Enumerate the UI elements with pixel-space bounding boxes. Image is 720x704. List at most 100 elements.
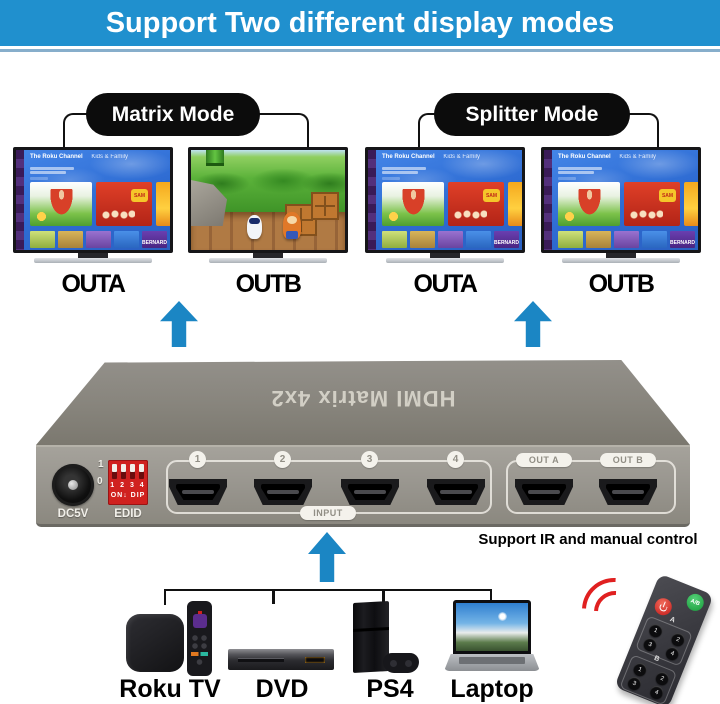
laptop-screen	[453, 600, 531, 654]
roku-text-bar	[558, 177, 576, 180]
banner-title: Support Two different display modes	[105, 6, 615, 39]
roku-box-image	[126, 614, 184, 672]
output-label: OUTA	[413, 270, 478, 298]
roku-text-bar	[30, 177, 48, 180]
laptop-wallpaper	[456, 603, 528, 651]
up-arrow-matrix	[160, 301, 198, 347]
ir-remote: A/B A 1 2 3 4 B 1 2 3 4	[568, 564, 720, 704]
roku-header: The Roku Channel Kids & Family	[382, 154, 480, 160]
edid-label: EDID	[114, 508, 142, 520]
game-orange-character	[283, 212, 301, 239]
roku-featured-tile	[30, 182, 92, 226]
dip-position-1-label: 1	[98, 459, 104, 470]
sam-badge: SAM	[483, 189, 500, 202]
bracket-tick	[382, 591, 385, 604]
banner: Support Two different display modes	[0, 0, 720, 46]
roku-tile-row: BERNARD	[30, 231, 167, 248]
roku-header: The Roku Channel Kids & Family	[30, 154, 128, 160]
sam-badge: SAM	[659, 189, 676, 202]
roku-featured-tile	[558, 182, 620, 226]
dip-lever	[121, 464, 126, 479]
roku-channel-title: The Roku Channel	[30, 154, 83, 160]
roku-side-strip	[544, 150, 552, 250]
roku-small-tile	[410, 231, 435, 248]
tv-matrix-outa: The Roku Channel Kids & Family SAM	[13, 147, 173, 299]
bernard-tile: BERNARD	[494, 231, 519, 248]
remote-button-b1: 1	[631, 661, 649, 679]
ps4-controller-image	[383, 653, 419, 673]
device-model-label: HDMI Matrix 4x2	[270, 386, 456, 411]
roku-header: The Roku Channel Kids & Family	[558, 154, 656, 160]
roku-side-strip	[368, 150, 376, 250]
roku-small-tile	[86, 231, 111, 248]
roku-fireman-sam-tile: SAM	[448, 182, 504, 226]
roku-channel-title: The Roku Channel	[382, 154, 435, 160]
roku-small-tile	[466, 231, 491, 248]
bernard-tile: BERNARD	[142, 231, 167, 248]
roku-small-tile	[614, 231, 639, 248]
up-arrow-splitter	[514, 301, 552, 347]
dip-lever	[130, 464, 135, 479]
roku-featured-tile	[382, 182, 444, 226]
matrix-mode-pill: Matrix Mode	[86, 93, 260, 136]
game-crate	[311, 192, 339, 220]
hdmi-input-port-3	[341, 479, 399, 505]
dvd-player-image	[228, 649, 334, 670]
device-top-face: HDMI Matrix 4x2	[36, 360, 690, 445]
ab-mode-button: A/B	[684, 591, 707, 614]
tv-screen-roku: The Roku Channel Kids & Family SAM	[368, 150, 522, 250]
roku-text-bar	[382, 171, 418, 174]
hdmi-input-port-1	[169, 479, 227, 505]
roku-edge-tile	[508, 182, 522, 226]
dip-on-label: ON↓ DIP	[110, 492, 146, 499]
output-label: OUTA	[61, 270, 126, 298]
roku-category: Kids & Family	[443, 154, 481, 160]
input-label: INPUT	[300, 506, 356, 520]
roku-small-tile	[438, 231, 463, 248]
tv-stand-base	[209, 258, 327, 263]
dip-position-0-label: 0	[97, 476, 103, 487]
remote-button-a1: 1	[647, 622, 665, 640]
roku-side-strip	[16, 150, 24, 250]
source-bracket	[164, 589, 492, 605]
remote-button-b3: 3	[625, 675, 643, 692]
roku-channel-title: The Roku Channel	[558, 154, 611, 160]
roku-category: Kids & Family	[91, 154, 129, 160]
remote-button-b4: 4	[648, 684, 666, 701]
roku-small-tile	[114, 231, 139, 248]
roku-text-bar	[30, 171, 66, 174]
tv-bezel: The Roku Channel Kids & Family SAM	[541, 147, 701, 253]
roku-small-tile	[382, 231, 407, 248]
source-label-dvd: DVD	[255, 675, 309, 703]
roku-text-bar	[558, 167, 602, 170]
tv-stand-neck	[606, 253, 636, 258]
roku-tile-row: BERNARD	[382, 231, 519, 248]
tv-stand-neck	[430, 253, 460, 258]
output-label: OUTB	[235, 270, 302, 298]
input-4-badge: 4	[447, 451, 464, 468]
out-a-label: OUT A	[516, 453, 572, 467]
up-arrow-input	[308, 532, 346, 582]
output-group-outline	[506, 460, 676, 514]
matrix-mode-label: Matrix Mode	[111, 102, 235, 126]
hdmi-matrix-device: HDMI Matrix 4x2 DC5V 1 0 1 2 3 4 ON↓ DIP…	[36, 360, 690, 527]
banner-underline	[0, 49, 720, 52]
laptop-keyboard-deck	[444, 654, 540, 671]
roku-text-bar	[558, 171, 594, 174]
hdmi-output-port-a	[515, 479, 573, 505]
hdmi-output-port-b	[599, 479, 657, 505]
device-front-panel: DC5V 1 0 1 2 3 4 ON↓ DIP EDID 1 2 3 4 IN…	[36, 445, 690, 527]
game-robot-character	[247, 215, 262, 239]
splitter-mode-label: Splitter Mode	[465, 102, 599, 126]
bracket-tick	[272, 591, 275, 604]
tv-splitter-outb: The Roku Channel Kids & Family SAM	[541, 147, 701, 299]
tv-screen-game	[191, 150, 345, 250]
dip-lever	[112, 464, 117, 479]
tv-splitter-outa: The Roku Channel Kids & Family SAM	[365, 147, 525, 299]
roku-text-bar	[30, 167, 74, 170]
source-label-laptop: Laptop	[450, 675, 534, 703]
remote-button-b2: 2	[653, 670, 671, 688]
roku-tile-row: BERNARD	[558, 231, 695, 248]
tv-screen-roku: The Roku Channel Kids & Family SAM	[544, 150, 698, 250]
roku-edge-tile	[156, 182, 170, 226]
